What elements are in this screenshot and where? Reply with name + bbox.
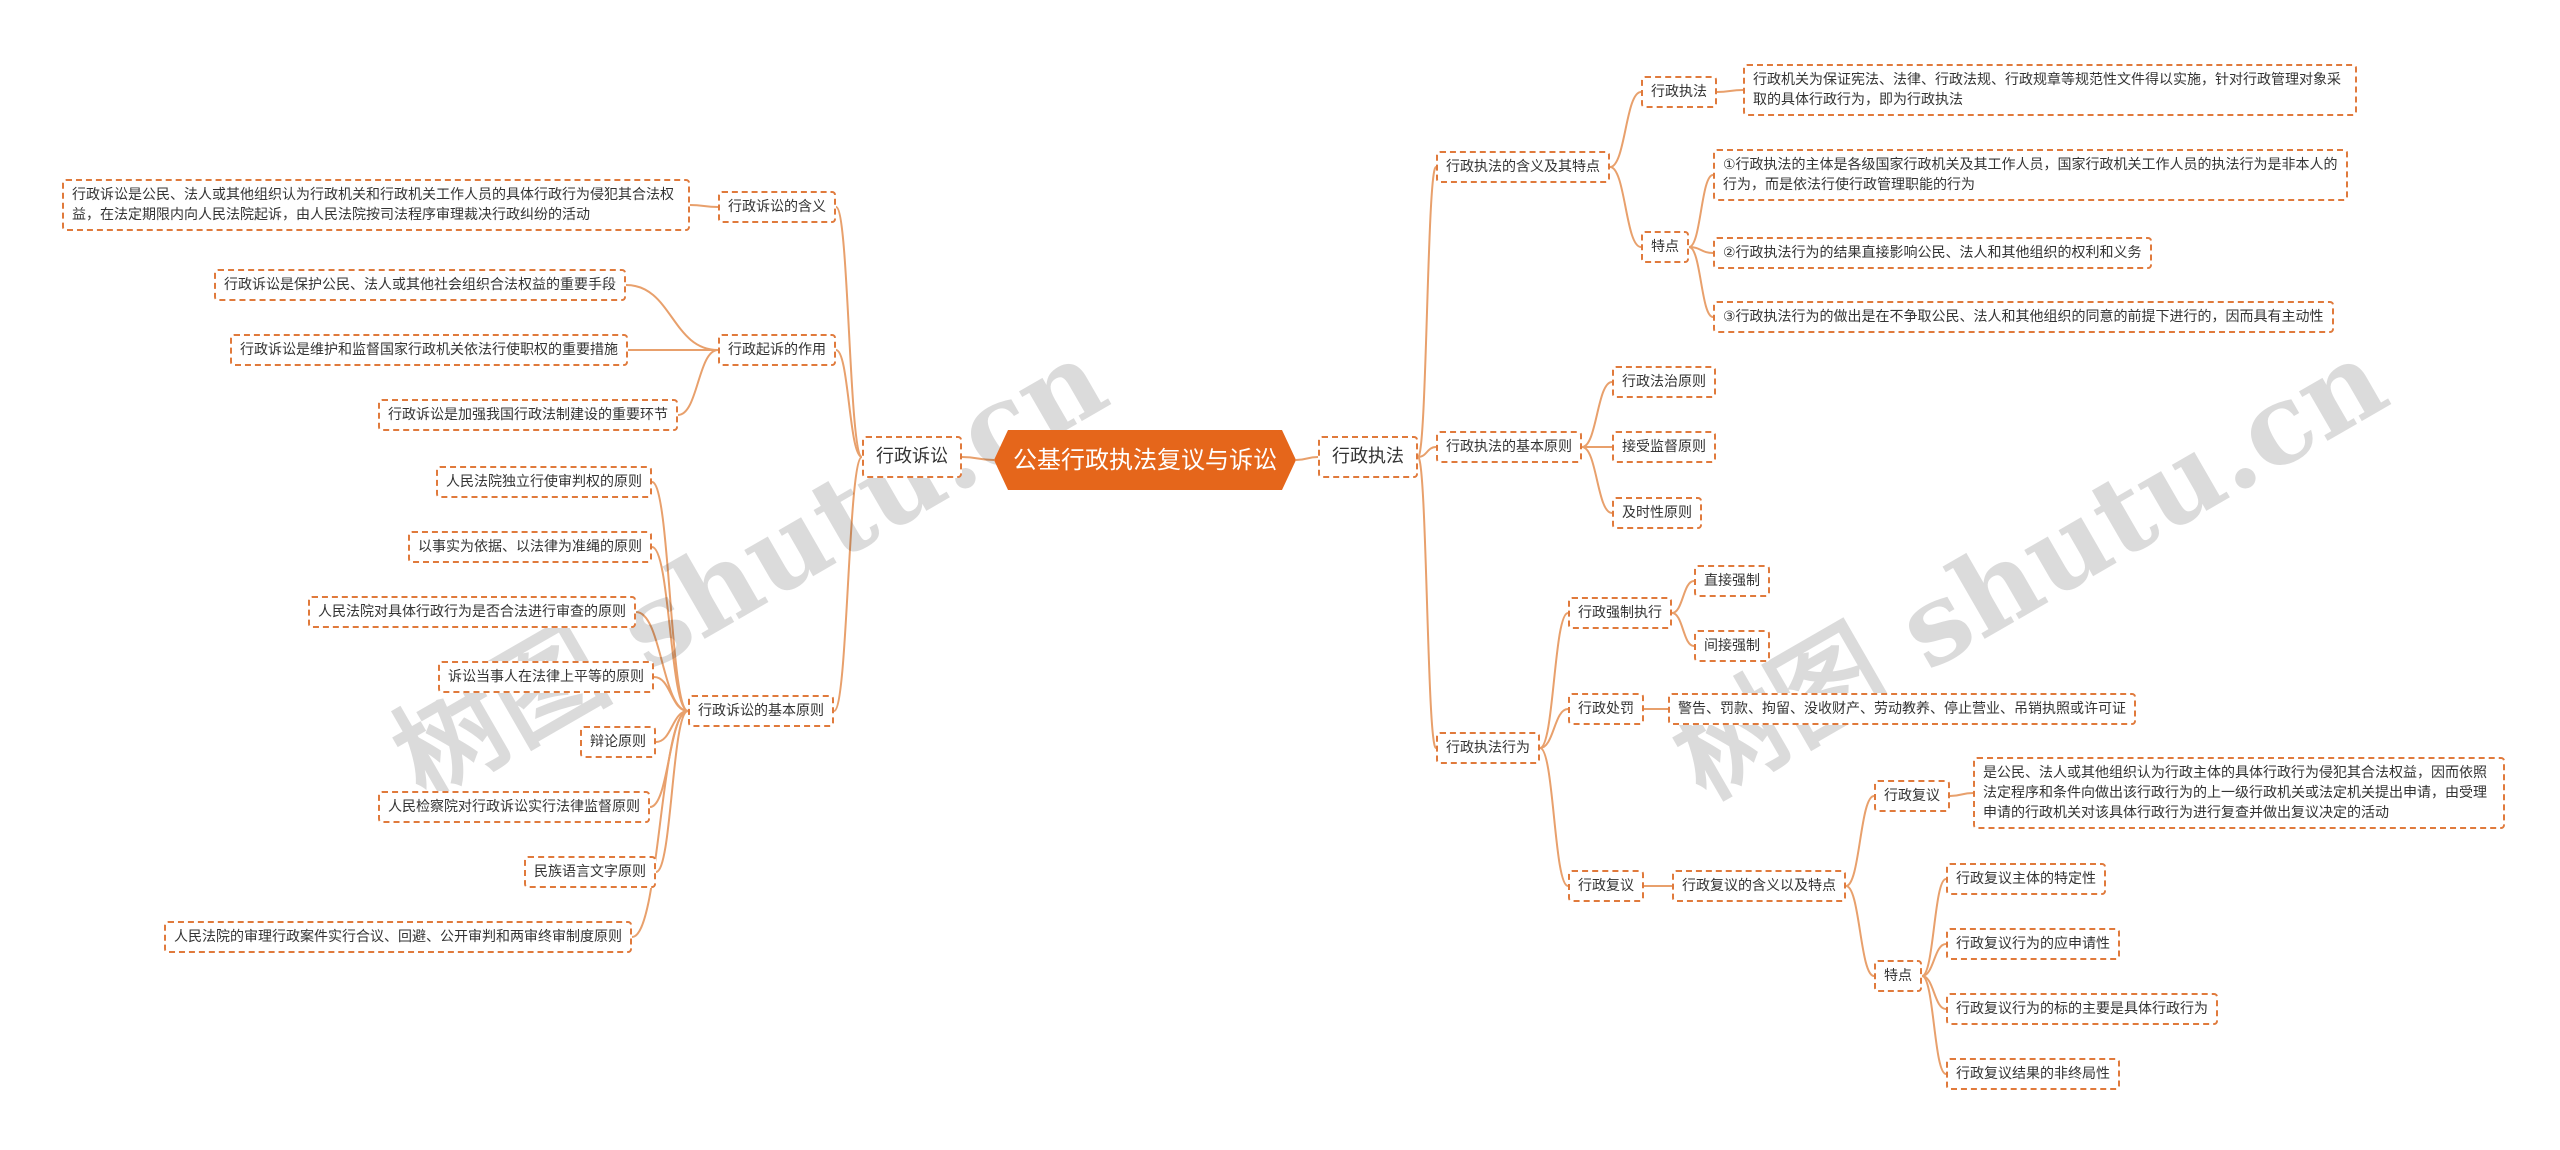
node-qisu-zuoyong[interactable]: 行政起诉的作用: [718, 334, 836, 366]
susong-yuanze-6[interactable]: 人民检察院对行政诉讼实行法律监督原则: [378, 791, 650, 823]
connector-node-zhifa-tedian: [1609, 166, 1642, 248]
connector-node-zhifa-xingwei: [1417, 456, 1437, 749]
connector-node-zhifa-jiben-yuanze: [1417, 446, 1437, 458]
node-susong-hanyi[interactable]: 行政诉讼的含义: [718, 191, 836, 223]
connector-fuyi-tedian-item-1: [1921, 878, 1947, 977]
zhifa-tedian-item-1[interactable]: ①行政执法的主体是各级国家行政机关及其工作人员，国家行政机关工作人员的执法行为是…: [1713, 149, 2348, 201]
susong-yuanze-3[interactable]: 人民法院对具体行政行为是否合法进行审查的原则: [308, 596, 636, 628]
node-fuyi-hanyi-tedian[interactable]: 行政复议的含义以及特点: [1672, 870, 1846, 902]
susong-yuanze-1[interactable]: 人民法院独立行使审判权的原则: [436, 466, 652, 498]
connector-branch-xingzheng-susong: [961, 456, 995, 461]
connector-text-susong-definition: [689, 204, 719, 208]
node-zhifa-tedian[interactable]: 特点: [1641, 231, 1689, 263]
connector-node-xingzheng-chufa: [1539, 708, 1569, 749]
node-qiangzhi-zhixing[interactable]: 行政强制执行: [1568, 597, 1672, 629]
connector-branch-xingzheng-zhifa: [1295, 456, 1319, 461]
connector-node-fuyi-tedian: [1845, 885, 1875, 977]
branch-xingzheng-susong[interactable]: 行政诉讼: [862, 436, 962, 478]
connector-node-qisu-zuoyong: [835, 349, 863, 458]
connector-node-susong-hanyi: [835, 206, 863, 458]
node-zhifa-jiben-yuanze[interactable]: 行政执法的基本原则: [1436, 431, 1582, 463]
connector-qiangzhi-item-1: [1671, 580, 1695, 614]
connector-susong-yuanze-2: [651, 546, 689, 712]
connector-susong-yuanze-7: [655, 710, 689, 873]
qisu-zuoyong-1[interactable]: 行政诉讼是保护公民、法人或其他社会组织合法权益的重要手段: [214, 269, 626, 301]
node-fuyi-tedian[interactable]: 特点: [1874, 960, 1922, 992]
susong-yuanze-2[interactable]: 以事实为依据、以法律为准绳的原则: [408, 531, 652, 563]
fuyi-tedian-item-3[interactable]: 行政复议行为的标的主要是具体行政行为: [1946, 993, 2218, 1025]
connector-fuyi-tedian-item-4: [1921, 975, 1947, 1075]
text-xingzheng-chufa[interactable]: 警告、罚款、拘留、没收财产、劳动教养、停止营业、吊销执照或许可证: [1668, 693, 2136, 725]
connector-zhifa-tedian-item-3: [1688, 246, 1714, 318]
qiangzhi-item-1[interactable]: 直接强制: [1694, 565, 1770, 597]
connector-node-fuyi-definition-label: [1845, 795, 1875, 887]
qiangzhi-item-2[interactable]: 间接强制: [1694, 630, 1770, 662]
connector-text-xingzheng-zhifa-definition: [1716, 89, 1744, 93]
root-topic[interactable]: 公基行政执法复议与诉讼: [994, 430, 1296, 490]
connector-susong-yuanze-8: [631, 710, 689, 938]
susong-yuanze-5[interactable]: 辩论原则: [580, 726, 656, 758]
qisu-zuoyong-3[interactable]: 行政诉讼是加强我国行政法制建设的重要环节: [378, 399, 678, 431]
connector-node-qiangzhi-zhixing: [1539, 612, 1569, 749]
node-xingzheng-chufa[interactable]: 行政处罚: [1568, 693, 1644, 725]
branch-xingzheng-zhifa[interactable]: 行政执法: [1318, 436, 1418, 478]
text-fuyi-definition[interactable]: 是公民、法人或其他组织认为行政主体的具体行政行为侵犯其合法权益，因而依照法定程序…: [1973, 757, 2505, 829]
connector-node-xingzheng-fuyi: [1539, 747, 1569, 887]
susong-yuanze-7[interactable]: 民族语言文字原则: [524, 856, 656, 888]
connector-zhifa-yuanze-1: [1581, 381, 1613, 448]
zhifa-yuanze-1[interactable]: 行政法治原则: [1612, 366, 1716, 398]
fuyi-tedian-item-2[interactable]: 行政复议行为的应申请性: [1946, 928, 2120, 960]
node-zhifa-xingwei[interactable]: 行政执法行为: [1436, 732, 1540, 764]
zhifa-tedian-item-2[interactable]: ②行政执法行为的结果直接影响公民、法人和其他组织的权利和义务: [1713, 237, 2152, 269]
connector-zhifa-tedian-item-1: [1688, 174, 1714, 248]
connector-node-susong-jiben-yuanze: [833, 456, 863, 712]
connector-node-zhifa-hanyi-tedian: [1417, 166, 1437, 458]
fuyi-tedian-item-1[interactable]: 行政复议主体的特定性: [1946, 863, 2106, 895]
zhifa-yuanze-3[interactable]: 及时性原则: [1612, 497, 1702, 529]
connector-text-fuyi-definition: [1949, 792, 1974, 797]
connector-susong-yuanze-1: [651, 481, 689, 712]
zhifa-tedian-item-3[interactable]: ③行政执法行为的做出是在不争取公民、法人和其他组织的同意的前提下进行的，因而具有…: [1713, 301, 2334, 333]
node-xingzheng-fuyi[interactable]: 行政复议: [1568, 870, 1644, 902]
text-susong-definition[interactable]: 行政诉讼是公民、法人或其他组织认为行政机关和行政机关工作人员的具体行政行为侵犯其…: [62, 179, 690, 231]
connector-fuyi-tedian-item-2: [1921, 943, 1947, 977]
zhifa-yuanze-2[interactable]: 接受监督原则: [1612, 431, 1716, 463]
connector-qisu-zuoyong-1: [625, 284, 719, 351]
node-fuyi-definition-label[interactable]: 行政复议: [1874, 780, 1950, 812]
qisu-zuoyong-2[interactable]: 行政诉讼是维护和监督国家行政机关依法行使职权的重要措施: [230, 334, 628, 366]
node-xingzheng-zhifa[interactable]: 行政执法: [1641, 76, 1717, 108]
connector-zhifa-yuanze-3: [1581, 446, 1613, 514]
node-zhifa-hanyi-tedian[interactable]: 行政执法的含义及其特点: [1436, 151, 1610, 183]
susong-yuanze-4[interactable]: 诉讼当事人在法律上平等的原则: [438, 661, 654, 693]
node-susong-jiben-yuanze[interactable]: 行政诉讼的基本原则: [688, 695, 834, 727]
text-xingzheng-zhifa-definition[interactable]: 行政机关为保证宪法、法律、行政法规、行政规章等规范性文件得以实施，针对行政管理对…: [1743, 64, 2357, 116]
fuyi-tedian-item-4[interactable]: 行政复议结果的非终局性: [1946, 1058, 2120, 1090]
connector-qiangzhi-item-2: [1671, 612, 1695, 647]
susong-yuanze-8[interactable]: 人民法院的审理行政案件实行合议、回避、公开审判和两审终审制度原则: [164, 921, 632, 953]
connector-susong-yuanze-4: [653, 676, 689, 712]
connector-node-xingzheng-zhifa: [1609, 91, 1642, 168]
connector-qisu-zuoyong-3: [677, 349, 719, 416]
